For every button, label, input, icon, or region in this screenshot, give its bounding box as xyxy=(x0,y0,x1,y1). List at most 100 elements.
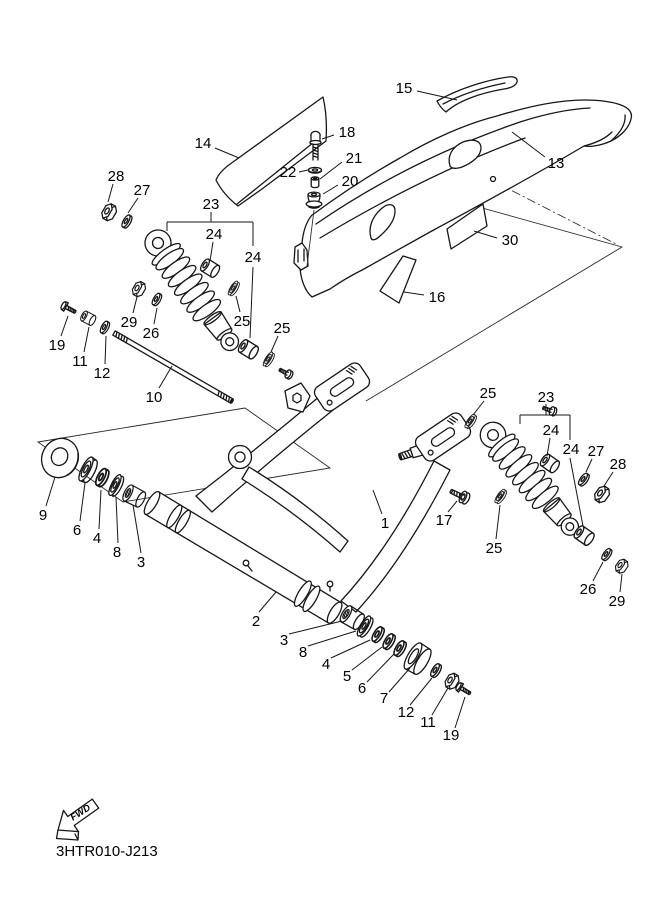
leader-26 xyxy=(592,561,604,582)
leader-11 xyxy=(431,687,449,716)
callout-14: 14 xyxy=(195,135,212,152)
leader-13 xyxy=(511,131,546,158)
leader-4 xyxy=(98,489,102,530)
callout-22: 22 xyxy=(280,164,297,181)
callout-25: 25 xyxy=(274,320,291,337)
callout-24: 24 xyxy=(206,226,223,243)
callout-25: 25 xyxy=(486,540,503,557)
callout-24: 24 xyxy=(245,249,262,266)
callout-25: 25 xyxy=(480,385,497,402)
leader-15 xyxy=(416,90,458,101)
leader-29 xyxy=(132,296,138,314)
leader-6 xyxy=(79,482,86,522)
part-20-grommet xyxy=(305,191,323,209)
leader-25 xyxy=(270,335,279,353)
stack-pivot-left xyxy=(40,437,149,510)
swingarm-pivot-tube xyxy=(143,490,343,624)
callout-8: 8 xyxy=(299,644,307,661)
callout-9: 9 xyxy=(39,507,47,524)
part-29-nut-right xyxy=(612,556,631,576)
part-16-damper-plate xyxy=(379,255,417,304)
cover-vent-hole xyxy=(448,139,482,170)
callout-24: 24 xyxy=(563,441,580,458)
callout-12: 12 xyxy=(398,704,415,721)
part-11-bushing-left xyxy=(78,309,98,327)
leader-17 xyxy=(447,500,458,513)
part-26-washer-right xyxy=(599,546,615,563)
leader-30 xyxy=(473,230,498,239)
leader-28 xyxy=(603,471,614,487)
callout-4: 4 xyxy=(322,656,330,673)
leader-14 xyxy=(214,147,240,159)
leader-3 xyxy=(288,620,343,635)
leader-27 xyxy=(585,458,593,473)
leader-25 xyxy=(472,400,485,416)
part-10-rod xyxy=(112,330,234,404)
leader-24 xyxy=(209,241,214,262)
callout-5: 5 xyxy=(343,668,351,685)
callout-4: 4 xyxy=(93,530,101,547)
grease-nipple xyxy=(242,559,334,592)
leader-27 xyxy=(127,197,139,214)
leader-6 xyxy=(366,653,395,683)
leader-29 xyxy=(619,573,623,593)
callout-18: 18 xyxy=(339,124,356,141)
part-30-label-sticker xyxy=(446,203,488,250)
callout-29: 29 xyxy=(121,314,138,331)
part-27-washer-right xyxy=(576,471,592,488)
leader-1 xyxy=(372,489,383,515)
leader-9 xyxy=(45,476,56,507)
callout-19: 19 xyxy=(49,337,66,354)
part-9-dust-ring xyxy=(40,437,80,479)
callout-1: 1 xyxy=(381,515,389,532)
part-28-nut-left xyxy=(99,201,120,224)
callout-10: 10 xyxy=(146,389,163,406)
leader-8 xyxy=(115,496,119,544)
cover-pilot-hole xyxy=(489,175,497,183)
leader-21 xyxy=(319,161,343,180)
part-13-chain-cover xyxy=(293,99,633,298)
callout-23: 23 xyxy=(203,196,220,213)
leader-19 xyxy=(60,315,69,337)
part-3-collar xyxy=(120,482,149,510)
leader-4 xyxy=(330,639,371,659)
callout-29: 29 xyxy=(609,593,626,610)
part-12-washer-left xyxy=(98,319,112,336)
part-23-shock-right xyxy=(447,402,631,576)
part-22-washer xyxy=(307,166,323,174)
leader-12 xyxy=(104,335,107,365)
callout-11: 11 xyxy=(420,714,436,731)
callout-12: 12 xyxy=(94,365,111,382)
callout-3: 3 xyxy=(137,554,145,571)
callout-28: 28 xyxy=(610,456,627,473)
leader-25 xyxy=(235,295,241,313)
leader-12 xyxy=(409,677,433,706)
bracket-23-right xyxy=(519,404,584,527)
part-25-washer-upper-left xyxy=(226,279,242,298)
part-18-bolt xyxy=(309,130,322,161)
callout-8: 8 xyxy=(113,544,121,561)
leader-26 xyxy=(153,307,158,325)
part-17-bolt xyxy=(447,484,473,507)
part-25-washer-lower-left xyxy=(261,350,277,369)
leader-24 xyxy=(546,437,551,457)
callout-23: 23 xyxy=(538,389,555,406)
part-1-swingarm xyxy=(143,359,474,624)
callout-21: 21 xyxy=(346,150,363,167)
leader-19 xyxy=(454,696,466,729)
callout-15: 15 xyxy=(396,80,413,97)
callout-13: 13 xyxy=(548,155,565,172)
leader-20 xyxy=(322,184,339,195)
part-14-cover-panel xyxy=(215,96,328,207)
callout-6: 6 xyxy=(73,522,81,539)
part-code: 3HTR010-J213 xyxy=(56,843,158,860)
leader-2 xyxy=(258,591,277,613)
part-27-washer-left xyxy=(119,213,135,230)
stack-pivot-shaft xyxy=(337,603,474,699)
part-26-washer-left xyxy=(150,291,164,308)
callout-27: 27 xyxy=(134,182,151,199)
callout-11: 11 xyxy=(72,353,88,370)
callout-6: 6 xyxy=(358,680,366,697)
